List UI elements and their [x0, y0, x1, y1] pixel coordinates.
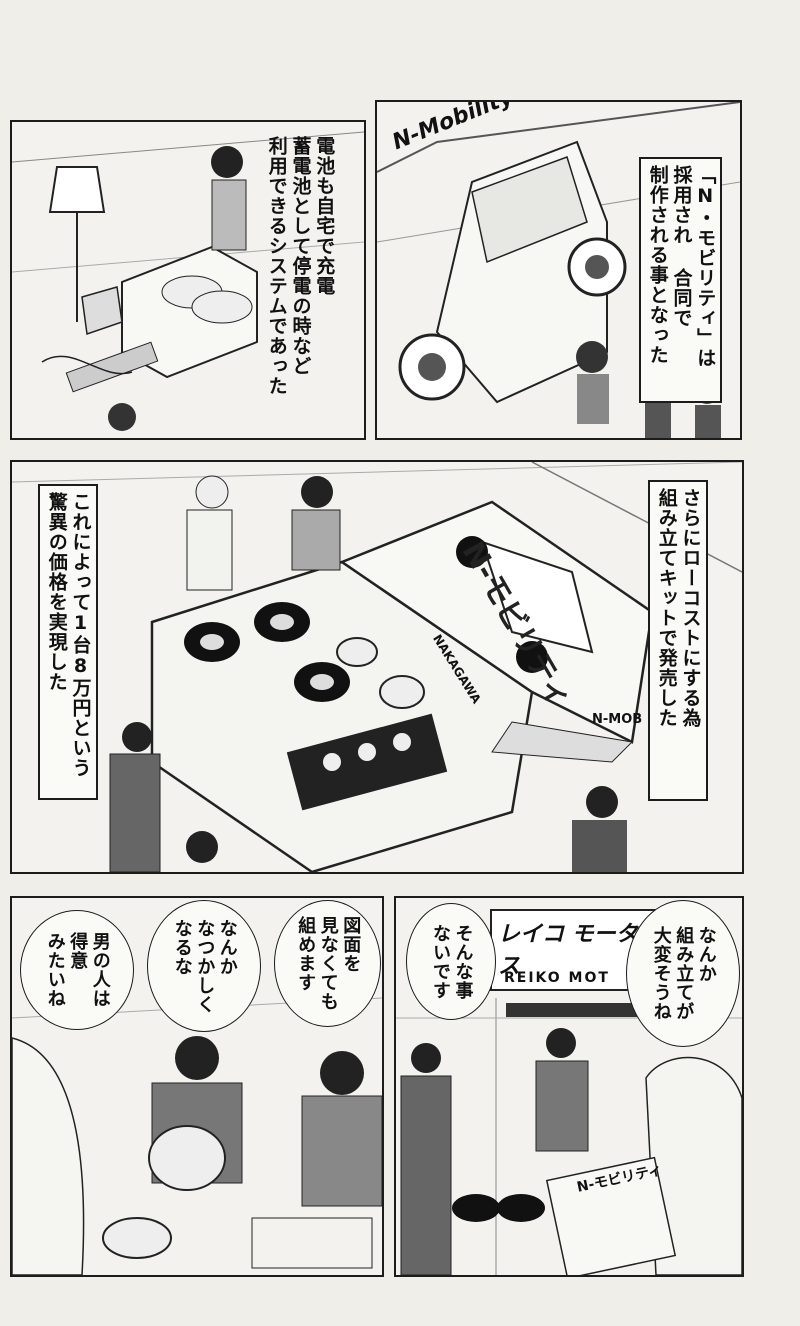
panel-n-mobility-display: N-Mobility 「N・モビリティ」は 採用され 合同で 制作される事となっ… [375, 100, 742, 440]
panel-art-kit-box [12, 462, 742, 872]
speech-bubble-men-good-at: 男の人は 得意 みたいね [20, 910, 134, 1030]
reiko-motors-sign: レイコ モータース [498, 922, 660, 979]
speech-text-difficult: なんか 組み立てが 大変そうね [650, 926, 717, 1021]
kit-box-side-label: N-MOB [592, 712, 643, 727]
panel-art-showroom [396, 909, 742, 1275]
panel-art-vehicle [377, 102, 740, 438]
speech-bubble-not-so: そんな事 ないです [406, 903, 496, 1020]
reiko-motors-sign-en: REIKO MOT [504, 970, 610, 986]
speech-text-nostalgic: なんか なつかしく なるな [171, 918, 238, 1014]
speech-bubble-nostalgic: なんか なつかしく なるな [147, 900, 261, 1032]
speech-text-not-so: そんな事 ないです [430, 923, 474, 1000]
speech-text-no-blueprint: 図面を 見なくても 組めます [295, 916, 362, 1011]
panel-art-assembling [12, 997, 382, 1275]
panel-battery-system: 電池も自宅で充電 蓄電池として停電の時など 利用できるシステムであった [10, 120, 366, 440]
panel-reiko-motors: レイコ モータース REIKO MOT N-モビリティ なんか 組み立てが 大変… [394, 896, 744, 1277]
speech-text-men-good-at: 男の人は 得意 みたいね [44, 932, 111, 1008]
speech-bubble-no-blueprint: 図面を 見なくても 組めます [274, 900, 381, 1027]
panel2-caption: 電池も自宅で充電 蓄電池として停電の時など 利用できるシステムであった [265, 136, 336, 396]
panel1-caption: 「N・モビリティ」は 採用され 合同で 制作される事となった [639, 157, 723, 403]
panel3-caption: さらにローコストにする為 組み立てキットで発売した [648, 480, 708, 801]
panel4-caption: これによって1台8万円という 驚異の価格を実現した [38, 484, 98, 800]
panel-art-battery [12, 131, 364, 431]
panel-assembly-kit: N-モビリティ NAKAGAWA N-MOB さらにローコストにする為 組み立て… [10, 460, 744, 874]
panel-assembling: 図面を 見なくても 組めます なんか なつかしく なるな 男の人は 得意 みたい… [10, 896, 384, 1277]
speech-bubble-difficult: なんか 組み立てが 大変そうね [626, 900, 740, 1047]
